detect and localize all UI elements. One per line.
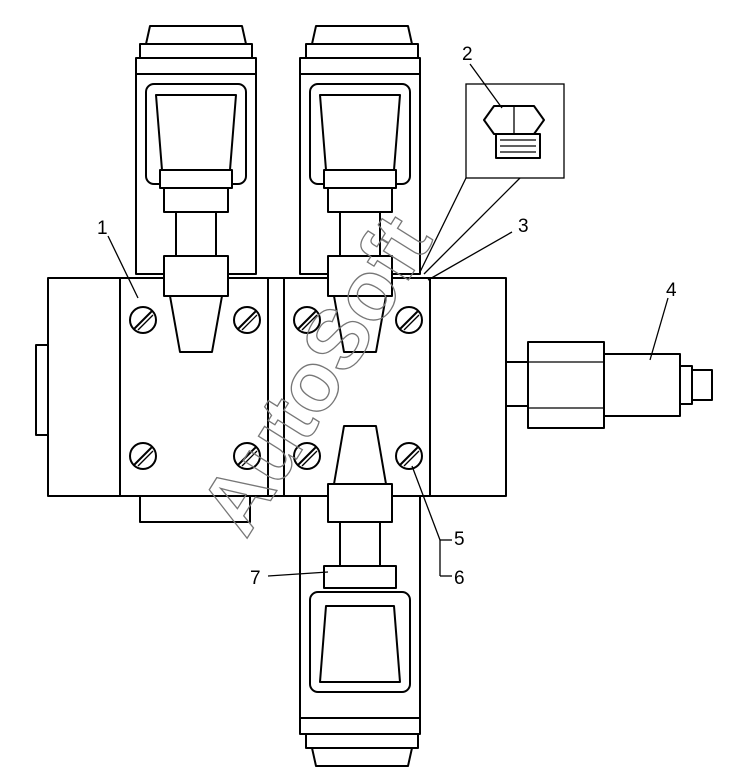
top-middle-nozzle bbox=[327, 255, 393, 353]
callout-3: 3 bbox=[518, 216, 529, 237]
top-left-connector bbox=[135, 25, 257, 275]
leader-lines bbox=[107, 63, 669, 577]
screw-5 bbox=[129, 442, 157, 470]
callout-6: 6 bbox=[454, 568, 465, 589]
screw-1 bbox=[129, 306, 157, 334]
screw-2 bbox=[233, 306, 261, 334]
top-middle-connector bbox=[299, 25, 421, 275]
right-fitting bbox=[505, 341, 713, 429]
callout-1: 1 bbox=[97, 218, 108, 239]
screw-8 bbox=[395, 442, 423, 470]
callout-4: 4 bbox=[666, 280, 677, 301]
bottom-connector bbox=[299, 425, 421, 767]
top-left-nozzle bbox=[163, 255, 229, 353]
callout-7: 7 bbox=[250, 568, 261, 589]
plug-inset bbox=[419, 83, 565, 275]
callout-5: 5 bbox=[454, 529, 465, 550]
callout-2: 2 bbox=[462, 44, 473, 65]
